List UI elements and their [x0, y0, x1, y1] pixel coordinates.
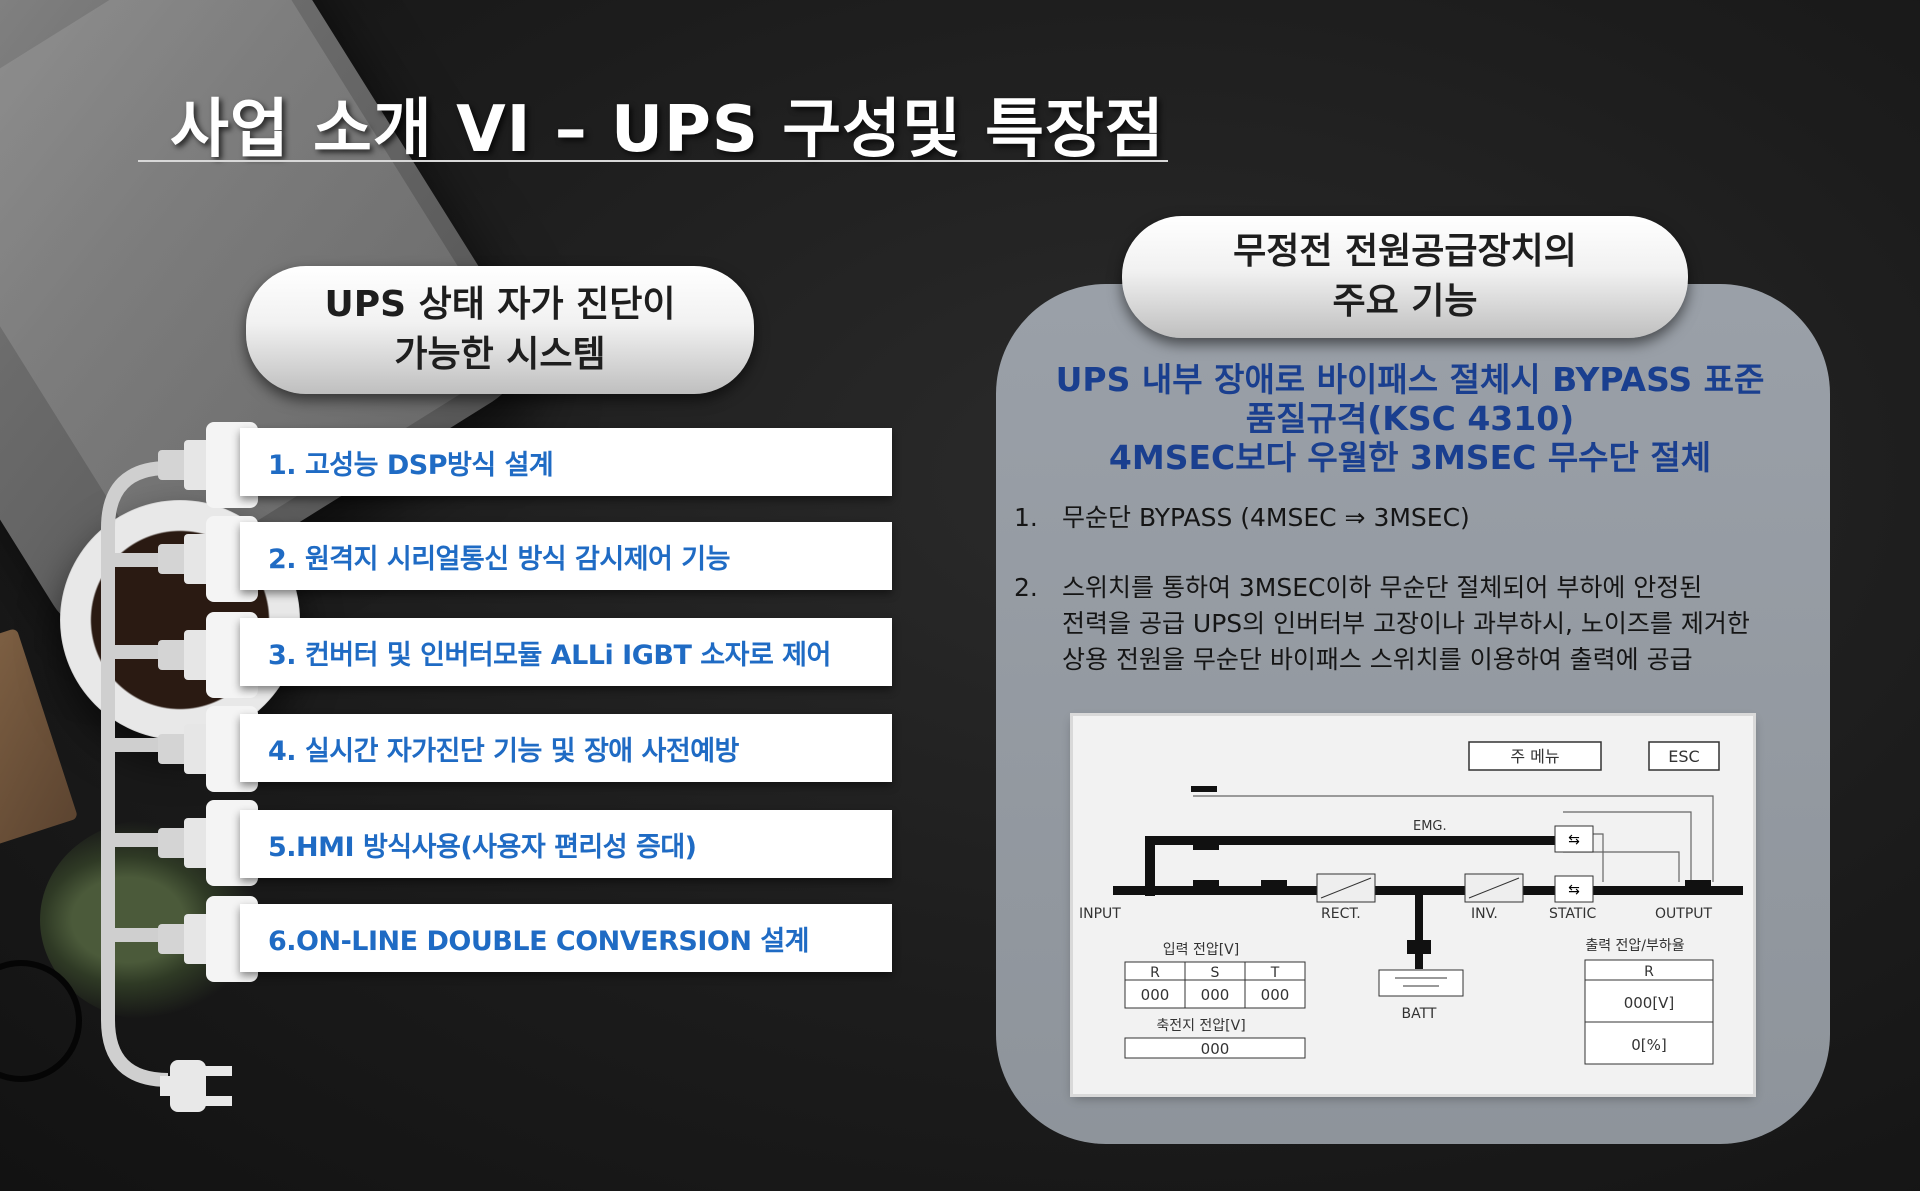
item-text: 무순단 BYPASS (4MSEC ⇒ 3MSEC) [1062, 503, 1470, 532]
title-divider [138, 160, 1168, 162]
subheading-line: 품질규격(KSC 4310) [1245, 399, 1575, 438]
static-label: STATIC [1549, 906, 1597, 922]
left-heading-line1: UPS 상태 자가 진단이 [324, 284, 676, 325]
esc-button [1648, 741, 1720, 771]
phase-s-value: 000 [1201, 986, 1230, 1004]
item-text: 상용 전원을 무순단 바이패스 스위치를 이용하여 출력에 공급 [1062, 645, 1693, 674]
page-title: 사업 소개 VI – UPS 구성및 특장점 [170, 93, 1165, 167]
esc-label: ESC [1668, 747, 1699, 766]
item-text: 전력을 공급 UPS의 인버터부 고장이나 과부하시, 노이즈를 제거한 [1062, 609, 1750, 638]
main-menu-button [1468, 741, 1602, 771]
input-voltage-title: 입력 전압[V] [1163, 942, 1239, 958]
right-heading-line1: 무정전 전원공급장치의 [1233, 231, 1577, 272]
feature-item: 1. 고성능 DSP방식 설계 [240, 428, 892, 496]
phase-s-label: S [1211, 965, 1220, 981]
output-load-value: 0[%] [1631, 1036, 1667, 1054]
feature-item: 4. 실시간 자가진단 기능 및 장애 사전예방 [240, 714, 892, 782]
right-heading-pill: 무정전 전원공급장치의 주요 기능 [1122, 216, 1688, 338]
battery-voltage-value: 000 [1201, 1040, 1230, 1058]
left-heading-line2: 가능한 시스템 [394, 334, 606, 375]
feature-item: 2. 원격지 시리얼통신 방식 감시제어 기능 [240, 522, 892, 590]
phase-r-label: R [1150, 965, 1160, 981]
item-text: 스위치를 통하여 3MSEC이하 무순단 절체되어 부하에 안정된 [1062, 573, 1703, 602]
emg-label: EMG. [1413, 819, 1447, 834]
ups-hmi-diagram: 주 메뉴 ESC EMG. ⇆ ⇆ BATT [1073, 716, 1753, 1094]
function-item: 1. 무순단 BYPASS (4MSEC ⇒ 3MSEC) [1014, 500, 1824, 536]
phase-t-value: 000 [1261, 986, 1290, 1004]
right-heading-line2: 주요 기능 [1332, 281, 1478, 322]
rect-label: RECT. [1321, 906, 1361, 922]
feature-label: 1. 고성능 DSP방식 설계 [268, 449, 554, 481]
subheading-line: 4MSEC보다 우월한 3MSEC 무수단 절체 [1108, 438, 1712, 477]
output-voltage-value: 000[V] [1624, 994, 1675, 1012]
item-number: 2. [1014, 573, 1038, 602]
batt-label: BATT [1402, 1006, 1437, 1022]
feature-label: 6.ON-LINE DOUBLE CONVERSION 설계 [268, 925, 810, 957]
main-menu-label: 주 메뉴 [1510, 747, 1559, 766]
output-label: OUTPUT [1655, 906, 1713, 922]
phase-r-value: 000 [1141, 986, 1170, 1004]
function-list: 1. 무순단 BYPASS (4MSEC ⇒ 3MSEC) 2. 스위치를 통하… [1014, 500, 1824, 712]
phase-t-label: T [1270, 965, 1280, 981]
feature-label: 5.HMI 방식사용(사용자 편리성 증대) [268, 831, 697, 863]
panel-subheading: UPS 내부 장애로 바이패스 절체시 BYPASS 표준 품질규격(KSC 4… [1010, 360, 1810, 477]
plug-icon [160, 1060, 232, 1112]
feature-item: 6.ON-LINE DOUBLE CONVERSION 설계 [240, 904, 892, 972]
inv-label: INV. [1471, 906, 1498, 922]
svg-text:⇆: ⇆ [1568, 832, 1580, 848]
feature-label: 4. 실시간 자가진단 기능 및 장애 사전예방 [268, 735, 739, 767]
left-heading-pill: UPS 상태 자가 진단이 가능한 시스템 [246, 266, 754, 394]
feature-item: 3. 컨버터 및 인버터모듈 ALLi IGBT 소자로 제어 [240, 618, 892, 686]
output-title: 출력 전압/부하율 [1585, 938, 1684, 954]
svg-text:⇆: ⇆ [1568, 882, 1580, 898]
output-phase-label: R [1644, 964, 1654, 980]
function-item: 2. 스위치를 통하여 3MSEC이하 무순단 절체되어 부하에 안정된 전력을… [1014, 570, 1824, 678]
input-label: INPUT [1079, 906, 1121, 922]
feature-label: 2. 원격지 시리얼통신 방식 감시제어 기능 [268, 543, 730, 575]
subheading-line: UPS 내부 장애로 바이패스 절체시 BYPASS 표준 [1055, 360, 1765, 399]
feature-item: 5.HMI 방식사용(사용자 편리성 증대) [240, 810, 892, 878]
battery-voltage-title: 축전지 전압[V] [1156, 1018, 1245, 1034]
item-number: 1. [1014, 503, 1038, 532]
feature-label: 3. 컨버터 및 인버터모듈 ALLi IGBT 소자로 제어 [268, 639, 831, 671]
